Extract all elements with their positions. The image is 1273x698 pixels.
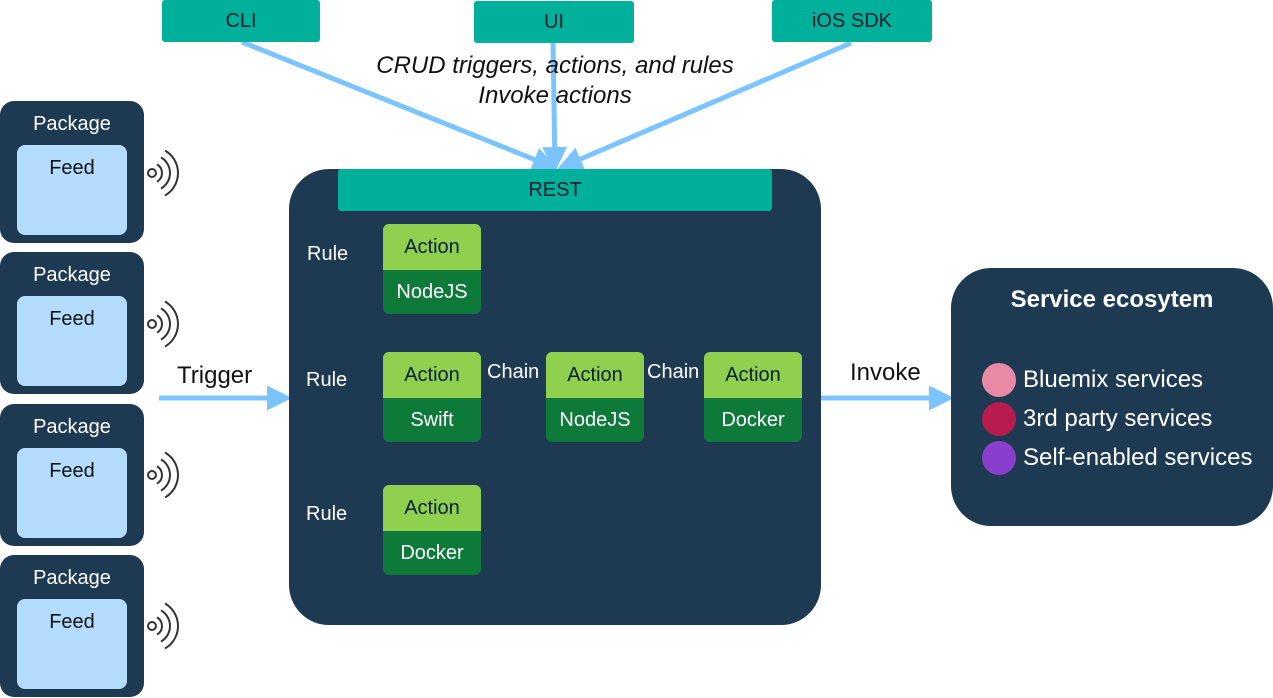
feed-box: Feed [17,145,127,235]
action-runtime: NodeJS [546,398,644,442]
chain-label-1: Chain [487,361,540,383]
signal-icon [147,602,179,650]
crud-line-2: Invoke actions [478,82,632,109]
cli-box: CLI [162,0,320,42]
rule-label-3: Rule [306,503,348,525]
ios-sdk-box: iOS SDK [772,0,932,42]
feed-label: Feed [49,611,95,633]
invoke-label: Invoke [850,359,921,386]
action-title: Action [704,352,802,398]
client-arrow-cli [241,39,558,172]
signal-icon [147,451,179,499]
feed-box: Feed [17,599,127,689]
crud-line-1: CRUD triggers, actions, and rules [376,52,734,79]
eco-item-bluemix: Bluemix services [982,363,1203,397]
rest-label: REST [528,178,582,201]
third-party-dot-icon [982,402,1016,436]
chain-label-2: Chain [647,361,700,383]
signal-icon [147,300,179,348]
trigger-label: Trigger [177,362,253,389]
client-arrow-ui [542,42,568,172]
eco-item-self-enabled: Self-enabled services [982,441,1252,475]
eco-item-label: Self-enabled services [1023,444,1253,471]
package-label: Package [33,567,111,589]
package-2: Package Feed [0,252,144,394]
action-title: Action [383,485,481,531]
action-runtime: Docker [383,531,481,575]
bluemix-dot-icon [982,363,1016,397]
self-enabled-dot-icon [982,441,1016,475]
action-nodejs-1: Action NodeJS [383,224,481,314]
signal-icon [147,149,179,197]
action-title: Action [383,352,481,398]
rest-bar: REST [338,169,772,211]
action-docker-2: Action Docker [383,485,481,575]
action-nodejs-2: Action NodeJS [546,352,644,442]
action-docker-1: Action Docker [704,352,802,442]
feed-box: Feed [17,296,127,386]
package-1: Package Feed [0,101,144,243]
eco-item-label: 3rd party services [1023,405,1213,432]
eco-item-label: Bluemix services [1023,366,1204,393]
action-title: Action [383,224,481,270]
package-label: Package [33,416,111,438]
action-swift: Action Swift [383,352,481,442]
rule-label-1: Rule [307,243,349,265]
service-ecosystem-panel [951,268,1273,526]
package-label: Package [33,264,111,286]
feed-box: Feed [17,448,127,538]
eco-item-3rd-party: 3rd party services [982,402,1212,436]
package-4: Package Feed [0,555,144,697]
rule-label-2: Rule [306,369,348,391]
feed-label: Feed [49,308,95,330]
cli-label: CLI [225,9,257,32]
ui-label: UI [544,10,564,33]
action-runtime: NodeJS [383,270,481,314]
feed-label: Feed [49,460,95,482]
service-ecosystem-title: Service ecosytem [1010,286,1214,313]
action-runtime: Docker [704,398,802,442]
ui-box: UI [474,1,634,43]
crud-caption: CRUD triggers, actions, and rules Invoke… [355,51,755,111]
ios-sdk-label: iOS SDK [811,9,893,32]
feed-label: Feed [49,157,95,179]
action-runtime: Swift [383,398,481,442]
action-title: Action [546,352,644,398]
client-arrow-ios [557,40,852,171]
package-3: Package Feed [0,404,144,546]
package-label: Package [33,113,111,135]
